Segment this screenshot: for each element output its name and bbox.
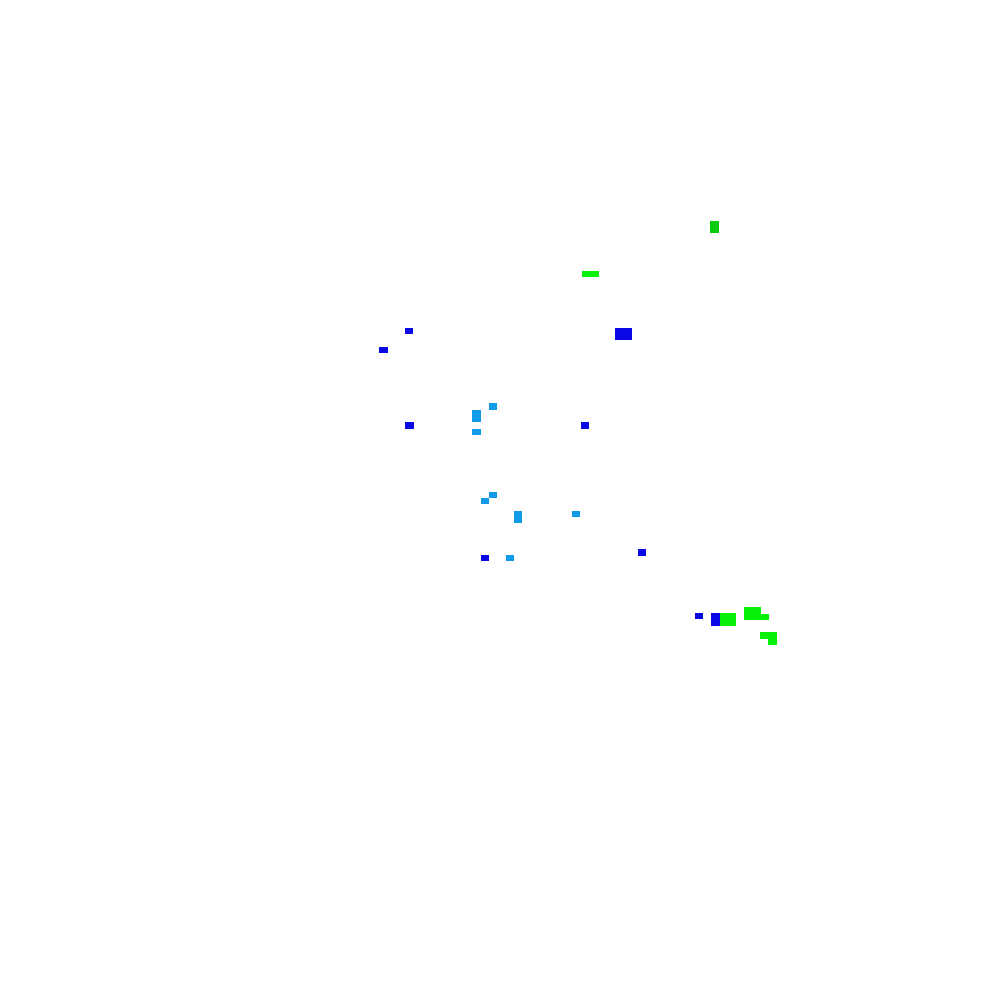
green-marker [761,614,769,620]
dark-blue-marker [405,328,413,334]
dark-blue-marker [695,613,703,619]
green-marker [768,638,777,645]
dark-blue-marker [711,613,720,626]
dark-blue-marker [581,422,589,429]
dark-blue-marker [638,549,646,556]
light-blue-marker [506,555,514,561]
light-blue-marker [481,498,489,504]
light-blue-marker [572,511,580,517]
green-marker [710,221,719,233]
dark-blue-marker [405,422,414,429]
light-blue-marker [489,492,497,498]
green-marker [582,271,599,277]
green-marker [744,607,761,620]
light-blue-marker [514,511,522,523]
dark-blue-marker [379,347,388,353]
light-blue-marker [472,410,481,422]
green-marker [760,632,777,639]
dark-blue-marker [481,555,489,561]
light-blue-marker [472,429,481,435]
light-blue-marker [489,403,497,410]
green-marker [720,613,736,626]
dark-blue-marker [615,328,632,340]
